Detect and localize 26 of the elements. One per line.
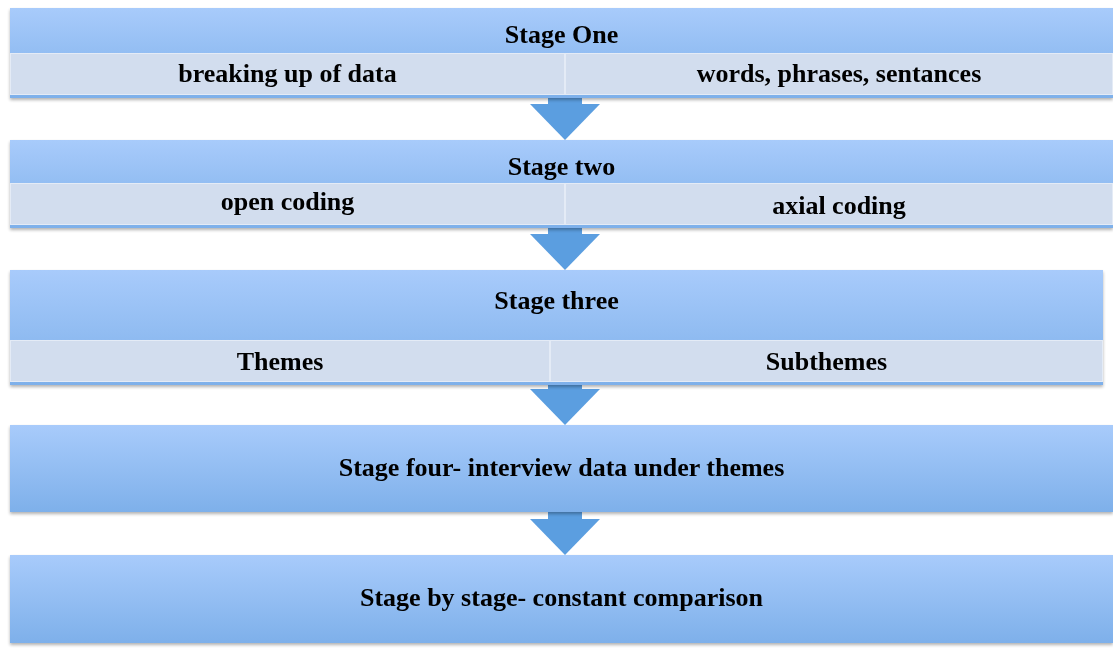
arrow <box>530 385 600 425</box>
stage-banner <box>10 425 1113 512</box>
stage-title: Stage two <box>506 152 617 182</box>
stage-title: Stage three <box>493 286 620 316</box>
category-label: axial coding <box>771 191 907 221</box>
stage-banner <box>10 555 1113 643</box>
category-label: breaking up of data <box>177 59 398 89</box>
stage-title: Stage by stage- constant comparison <box>359 583 764 613</box>
stage-banner <box>10 140 1113 228</box>
stage-banner <box>10 270 1103 385</box>
arrow <box>530 98 600 140</box>
sub-category-bar <box>10 183 565 225</box>
stage-title: Stage four- interview data under themes <box>337 453 786 483</box>
arrow <box>530 228 600 270</box>
arrow <box>530 512 600 555</box>
sub-category-bar <box>10 340 550 382</box>
sub-category-bar <box>565 183 1113 225</box>
category-label: Themes <box>235 347 325 377</box>
stage-title: Stage One <box>503 20 620 50</box>
sub-category-bar <box>10 53 565 95</box>
category-label: words, phrases, sentances <box>695 59 983 89</box>
category-label: Subthemes <box>764 347 889 377</box>
sub-category-bar <box>550 340 1103 382</box>
category-label: open coding <box>219 187 356 217</box>
sub-category-bar <box>565 53 1113 95</box>
stage-banner <box>10 8 1113 98</box>
